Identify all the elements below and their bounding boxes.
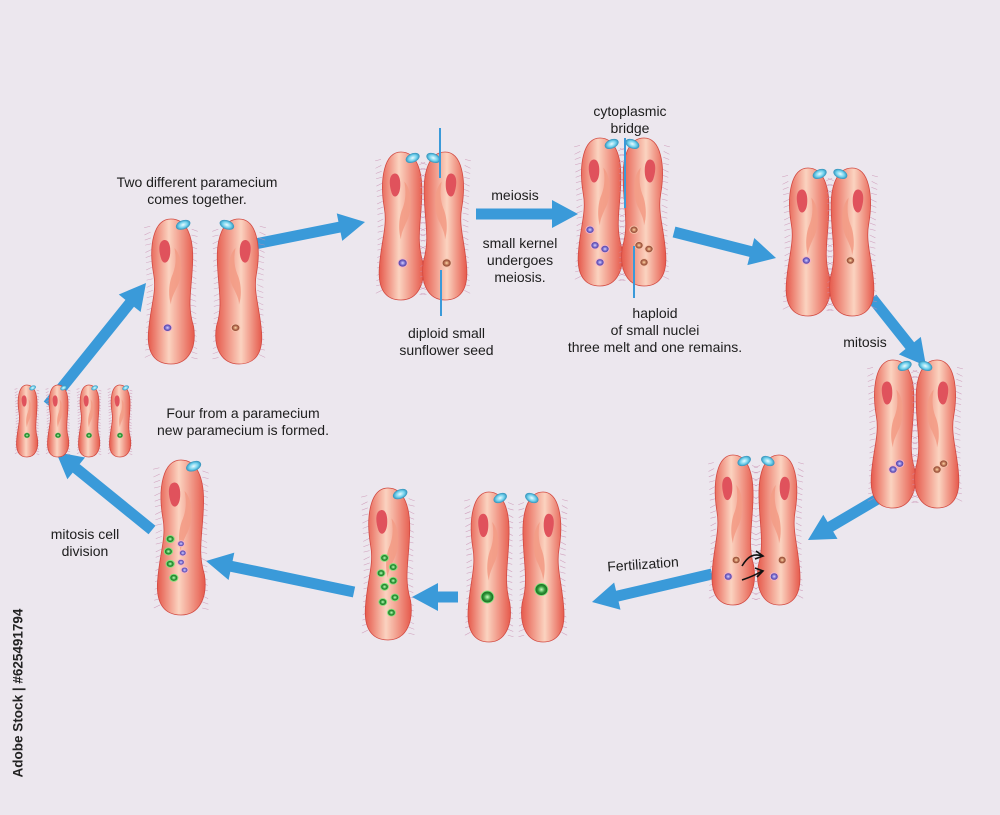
eight-nuclei-cell (361, 487, 415, 641)
arrow-to-haploid-pair (672, 226, 777, 266)
meiosis-cell-right (618, 137, 670, 287)
arrow-to-diploid (253, 213, 365, 250)
arrow-to-fertilization (808, 489, 889, 540)
stock-id-vertical: Adobe Stock | #625491794 (5, 575, 31, 810)
zygote-cell-left (464, 491, 514, 643)
label-diploid-small-sunflower-seed: diploid small sunflower seed (399, 325, 494, 358)
paramecium-b (212, 218, 266, 365)
mitosis-cell-right (911, 359, 963, 509)
offspring-cell-2 (45, 384, 71, 458)
fertilization-cell-right (754, 454, 804, 606)
stock-id-text: Adobe Stock | #625491794 (10, 608, 26, 777)
offspring-cell-1 (14, 384, 40, 458)
arrow-to-pair (43, 283, 146, 409)
label-mitosis-cell-division: mitosis cell division (50, 526, 120, 559)
meiosis-cell-left (574, 137, 626, 287)
zygote-cell-right (518, 491, 568, 643)
paramecium-a (144, 218, 198, 365)
arrow-to-mitosis-division (205, 552, 356, 598)
division-cell (153, 459, 209, 616)
fertilization-cell-left (708, 454, 758, 606)
offspring-cell-3 (76, 384, 102, 458)
offspring-cell-4 (107, 384, 133, 458)
label-meiosis: meiosis (491, 187, 539, 203)
label-cytoplasmic-bridge: cytoplasmic bridge (593, 103, 667, 136)
label-haploid-small-nuclei: haploid of small nuclei three melt and o… (567, 305, 743, 355)
label-small-kernel-meiosis: small kernel undergoes meiosis. (482, 235, 558, 285)
diploid-cell-left (375, 151, 427, 301)
diploid-cell-right (419, 151, 471, 301)
exchange-arrowhead-down (754, 567, 765, 578)
label-two-different-paramecium: Two different paramecium comes together. (116, 174, 278, 207)
haploid-cell-left (782, 167, 834, 317)
haploid-cell-right (826, 167, 878, 317)
cells-layer (14, 137, 963, 643)
arrow-to-zygote-division (412, 583, 458, 611)
arrow-fertilization (592, 568, 714, 610)
mitosis-cell-left (867, 359, 919, 509)
arrow-mitosis (867, 294, 927, 367)
exchange-arrow-up (741, 554, 763, 567)
pointer-lines-layer (439, 128, 765, 581)
arrow-to-offspring (56, 452, 156, 535)
label-mitosis: mitosis (843, 334, 887, 350)
arrow-meiosis (476, 200, 578, 228)
arrows-layer (43, 200, 927, 611)
label-four-new-paramecium: Four from a paramecium new paramecium is… (157, 405, 329, 438)
exchange-arrow-down (741, 570, 763, 581)
exchange-arrowhead-up (754, 550, 765, 560)
